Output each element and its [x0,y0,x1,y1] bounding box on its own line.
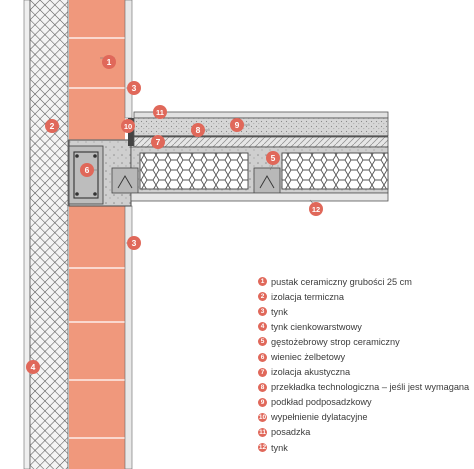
callout-marker: 6 [80,163,94,177]
legend-label: posadzka [271,427,311,438]
acoustic-insulation [133,136,389,148]
callout-marker: 5 [266,151,280,165]
svg-text:1: 1 [107,57,112,67]
callout-marker: 3 [127,236,141,250]
legend-number-badge: 8 [258,382,267,392]
callout-marker: 12 [309,202,323,216]
svg-text:9: 9 [235,120,240,130]
legend-item: 1 pustak ceramiczny grubości 25 cm [258,274,470,289]
legend-item: 3 tynk [258,304,470,319]
legend: 1 pustak ceramiczny grubości 25 cm 2 izolac… [258,274,470,455]
legend-number-badge: 10 [258,412,267,422]
legend-number-badge: 6 [258,352,267,362]
inner-plaster-upper [124,0,133,119]
callout-marker: 7 [151,135,165,149]
legend-label: przekładka technologiczna – jeśli jest w… [271,382,470,393]
legend-item: 2 izolacja termiczna [258,289,470,304]
legend-label: gęstożebrowy strop ceramiczny [271,336,400,347]
legend-number-badge: 7 [258,367,267,377]
legend-label: wieniec żelbetowy [271,352,346,363]
callout-marker: 2 [45,119,59,133]
ceramic-block-wall-lower [69,206,125,469]
outer-thin-plaster [23,0,31,469]
legend-item: 6 wieniec żelbetowy [258,349,470,364]
legend-item: 5 gęstożebrowy strop ceramiczny [258,334,470,349]
legend-item: 7 izolacja akustyczna [258,365,470,380]
svg-text:4: 4 [31,362,36,372]
legend-label: podkład podposadzkowy [271,397,372,408]
svg-text:7: 7 [156,137,161,147]
svg-text:10: 10 [124,122,132,131]
rib-slab-ceramic [111,146,389,194]
svg-text:6: 6 [85,165,90,175]
legend-label: izolacja akustyczna [271,367,351,378]
svg-text:5: 5 [271,153,276,163]
legend-label: tynk [271,442,288,453]
svg-text:2: 2 [50,121,55,131]
legend-number-badge: 5 [258,337,267,347]
callout-marker: 10 [121,119,135,133]
legend-item: 4 tynk cienkowarstwowy [258,319,470,334]
svg-text:3: 3 [132,238,137,248]
legend-item: 8 przekładka technologiczna – jeśli jest … [258,380,470,395]
legend-item: 11 posadzka [258,425,470,440]
svg-text:3: 3 [132,83,137,93]
thermal-insulation-layer [29,0,69,469]
legend-number-badge: 9 [258,397,267,407]
callout-marker: 11 [153,105,167,119]
legend-number-badge: 3 [258,307,267,317]
legend-number-badge: 11 [258,427,267,437]
callout-marker: 4 [26,360,40,374]
ceramic-block-wall-upper [69,0,125,152]
callout-marker: 1 [102,55,116,69]
legend-label: tynk [271,306,288,317]
callout-marker: 3 [127,81,141,95]
legend-number-badge: 2 [258,292,267,302]
legend-label: izolacja termiczna [271,291,345,302]
legend-label: wypełnienie dylatacyjne [271,412,368,423]
legend-number-badge: 1 [258,277,267,287]
legend-item: 9 podkład podposadzkowy [258,395,470,410]
svg-text:11: 11 [156,108,164,117]
callout-marker: 8 [191,123,205,137]
legend-item: 10 wypełnienie dylatacyjne [258,410,470,425]
legend-label: pustak ceramiczny grubości 25 cm [271,276,412,287]
svg-text:12: 12 [312,205,320,214]
callout-marker: 9 [230,118,244,132]
legend-number-badge: 4 [258,322,267,332]
svg-text:8: 8 [196,125,201,135]
legend-label: tynk cienkowarstwowy [271,321,362,332]
floor-screed [133,117,389,137]
floor-finish [133,111,389,119]
legend-number-badge: 12 [258,443,267,453]
ceiling-plaster [130,192,389,202]
legend-item: 12 tynk [258,440,470,455]
